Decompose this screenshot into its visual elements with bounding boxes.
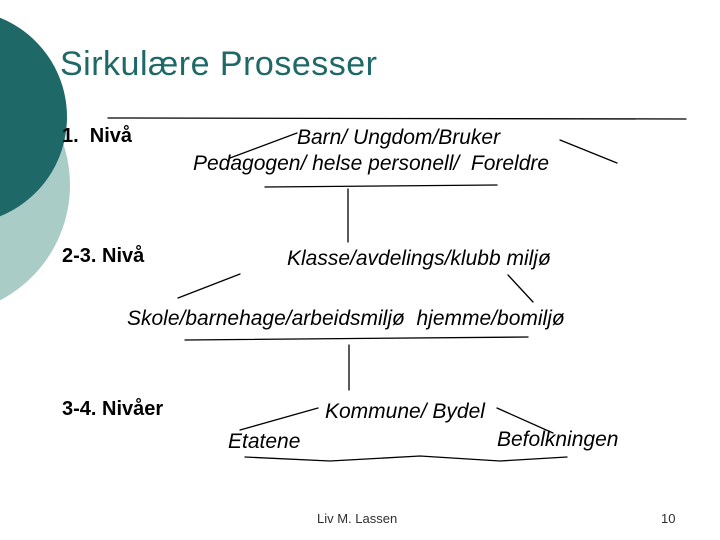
level-23-label: 2-3. Nivå [62,245,145,267]
underline-pedagogen [264,184,498,188]
level-34-item-befolkningen: Befolkningen [497,428,619,451]
level-34-item-kommune-bydel: Kommune/ Bydel [325,400,485,423]
connector-bydel-to-befolkningen [496,407,554,434]
footer-author: Liv M. Lassen [317,511,398,526]
level-23-item-skole-hjemme: Skole/barnehage/arbeidsmiljø hjemme/bomi… [127,307,565,330]
level-34-item-etatene: Etatene [228,430,301,453]
connector-pedagogen-to-barn [229,132,298,159]
footer-page-number: 10 [661,511,676,526]
title-rule-line [107,117,687,120]
slide-title: Sirkulære Prosesser [60,45,378,83]
connector-klasse-to-skole [177,273,241,299]
connector-miljo-to-hjemme [507,274,534,303]
underline-skole [184,336,529,341]
level-1-label: 1. Nivå [62,125,133,147]
level-34-label: 3-4. Nivåer [62,398,164,420]
underline-etatene-befolkningen [244,455,568,462]
level-1-item-barn-ungdom-bruker: Barn/ Ungdom/Bruker [297,126,501,149]
level-23-item-klasse-miljo: Klasse/avdelings/klubb miljø [287,247,551,270]
connector-etatene-to-kommune [239,407,319,431]
connector-bruker-to-foreldre [559,139,618,164]
level-1-item-pedagogen-foreldre: Pedagogen/ helse personell/ Foreldre [193,152,550,175]
